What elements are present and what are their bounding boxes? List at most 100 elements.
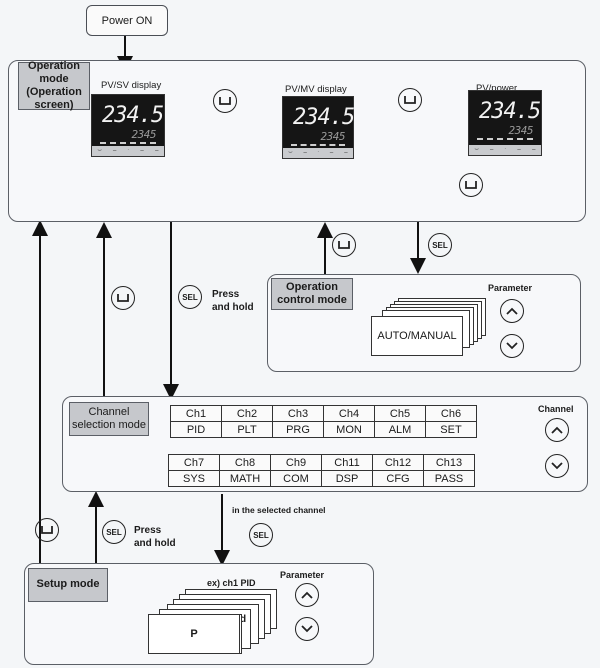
sv-value: 2345 bbox=[131, 128, 157, 141]
pvpower-display[interactable]: 234.5 2345 ⌣ − ˑ − − bbox=[468, 90, 542, 156]
front-keys: ⌣ − ˑ − − bbox=[283, 148, 353, 158]
channel-cell[interactable]: Ch3 bbox=[272, 405, 324, 422]
front-key: − bbox=[516, 146, 521, 154]
operation-mode-label-line: Operation bbox=[28, 59, 80, 72]
power-on-box: Power ON bbox=[86, 5, 168, 36]
channel-name-cell[interactable]: CFG bbox=[372, 470, 424, 487]
in-selected-channel-note: in the selected channel bbox=[232, 505, 326, 515]
channel-name-cell[interactable]: SET bbox=[425, 421, 477, 438]
pvmv-display-title: PV/MV display bbox=[285, 84, 347, 95]
p-parameter-label: P bbox=[190, 628, 198, 640]
channel-table-row1: Ch1 Ch2 Ch3 Ch4 Ch5 Ch6 PID PLT PRG MON … bbox=[170, 405, 477, 438]
channel-cell[interactable]: Ch4 bbox=[323, 405, 375, 422]
mode-key-icon bbox=[398, 88, 422, 112]
front-key: − bbox=[154, 147, 159, 155]
op-control-label-line: control mode bbox=[277, 294, 347, 306]
pvsv-display-title: PV/SV display bbox=[101, 80, 162, 91]
mode-key-icon bbox=[213, 89, 237, 113]
mode-key-icon bbox=[111, 286, 135, 310]
channel-cell[interactable]: Ch5 bbox=[374, 405, 426, 422]
pv-value: 234.5 bbox=[293, 105, 355, 130]
chevron-down-icon[interactable] bbox=[500, 334, 524, 358]
operation-mode-label-line: screen) bbox=[34, 99, 74, 112]
sel-key-label: SEL bbox=[182, 292, 198, 302]
sel-key-icon: SEL bbox=[102, 520, 126, 544]
channel-cell[interactable]: Ch12 bbox=[372, 454, 424, 471]
channel-name-cell[interactable]: PID bbox=[170, 421, 222, 438]
setup-example-label: ex) ch1 PID bbox=[207, 578, 256, 588]
channel-cell[interactable]: Ch6 bbox=[425, 405, 477, 422]
channel-cell[interactable]: Ch8 bbox=[219, 454, 271, 471]
mode-key-icon bbox=[332, 233, 356, 257]
setup-parameter-label: Parameter bbox=[280, 570, 325, 580]
auto-manual-label: AUTO/MANUAL bbox=[377, 330, 457, 342]
front-key: ⌣ bbox=[474, 146, 479, 153]
channel-cell[interactable]: Ch9 bbox=[270, 454, 322, 471]
front-key: − bbox=[329, 149, 334, 157]
mv-value: 2345 bbox=[320, 130, 346, 143]
channel-cell[interactable]: Ch2 bbox=[221, 405, 273, 422]
front-keys: ⌣ − ˑ − − bbox=[92, 146, 164, 156]
sel-key-label: SEL bbox=[106, 527, 122, 537]
channel-cell[interactable]: Ch11 bbox=[321, 454, 373, 471]
and-hold-text: and hold bbox=[134, 537, 176, 549]
power-on-label: Power ON bbox=[101, 14, 153, 27]
and-hold-text: and hold bbox=[212, 301, 254, 313]
channel-name-cell[interactable]: SYS bbox=[168, 470, 220, 487]
op-control-label-line: Operation bbox=[286, 280, 338, 293]
front-key: ⌣ bbox=[288, 149, 293, 156]
sel-key-label: SEL bbox=[432, 240, 448, 250]
front-key: − bbox=[489, 146, 494, 154]
front-key: − bbox=[531, 146, 536, 154]
sel-key-icon: SEL bbox=[428, 233, 452, 257]
press-and-hold-note: Press and hold bbox=[212, 289, 254, 314]
pvmv-display[interactable]: 234.5 2345 ⌣ − ˑ − − bbox=[282, 96, 355, 159]
channel-name-cell[interactable]: MATH bbox=[219, 470, 271, 487]
indicator-bar bbox=[477, 138, 533, 142]
front-keys: ⌣ − ˑ − − bbox=[469, 145, 541, 155]
front-key: − bbox=[139, 147, 144, 155]
operation-mode-label: Operation mode (Operation screen) bbox=[18, 59, 90, 112]
chevron-up-icon[interactable] bbox=[545, 418, 569, 442]
channel-name-cell[interactable]: DSP bbox=[321, 470, 373, 487]
channel-name-cell[interactable]: PLT bbox=[221, 421, 273, 438]
pvpower-display-title: PV/power bbox=[476, 83, 518, 94]
channel-name-cell[interactable]: PASS bbox=[423, 470, 475, 487]
power-value: 2345 bbox=[508, 124, 534, 137]
sel-key-icon: SEL bbox=[178, 285, 202, 309]
op-control-parameter-label: Parameter bbox=[488, 283, 533, 293]
pv-value: 234.5 bbox=[102, 103, 164, 128]
channel-name-cell[interactable]: COM bbox=[270, 470, 322, 487]
front-key: − bbox=[302, 149, 308, 157]
chevron-down-icon[interactable] bbox=[545, 454, 569, 478]
operation-mode-label-line: mode bbox=[39, 72, 69, 85]
chevron-up-icon[interactable] bbox=[295, 583, 319, 607]
channel-name-cell[interactable]: PRG bbox=[272, 421, 324, 438]
channel-label: Channel bbox=[538, 404, 574, 414]
pv-value: 234.5 bbox=[479, 99, 541, 124]
setup-mode-label-text: Setup mode bbox=[36, 578, 100, 591]
front-key: ˑ bbox=[504, 146, 507, 154]
press-text: Press bbox=[212, 289, 240, 300]
sel-key-label: SEL bbox=[253, 530, 269, 540]
press-and-hold-note: Press and hold bbox=[134, 525, 176, 550]
channel-cell[interactable]: Ch13 bbox=[423, 454, 475, 471]
press-text: Press bbox=[134, 525, 162, 536]
channel-cell[interactable]: Ch1 bbox=[170, 405, 222, 422]
setup-mode-label: Setup mode bbox=[28, 568, 108, 602]
channel-cell[interactable]: Ch7 bbox=[168, 454, 220, 471]
mode-key-icon bbox=[459, 173, 483, 197]
indicator-bar bbox=[291, 144, 345, 148]
channel-name-cell[interactable]: ALM bbox=[374, 421, 426, 438]
front-key: ˑ bbox=[127, 147, 130, 155]
sel-key-icon: SEL bbox=[249, 523, 273, 547]
d-parameter-label: d bbox=[240, 614, 247, 625]
channel-name-cell[interactable]: MON bbox=[323, 421, 375, 438]
chevron-up-icon[interactable] bbox=[500, 299, 524, 323]
p-parameter-card: P bbox=[148, 614, 240, 654]
chevron-down-icon[interactable] bbox=[295, 617, 319, 641]
auto-manual-card: AUTO/MANUAL bbox=[371, 316, 463, 356]
pvsv-display[interactable]: 234.5 2345 ⌣ − ˑ − − bbox=[91, 94, 165, 157]
front-key: − bbox=[343, 149, 348, 157]
channel-mode-label-line: Channel bbox=[88, 405, 130, 418]
